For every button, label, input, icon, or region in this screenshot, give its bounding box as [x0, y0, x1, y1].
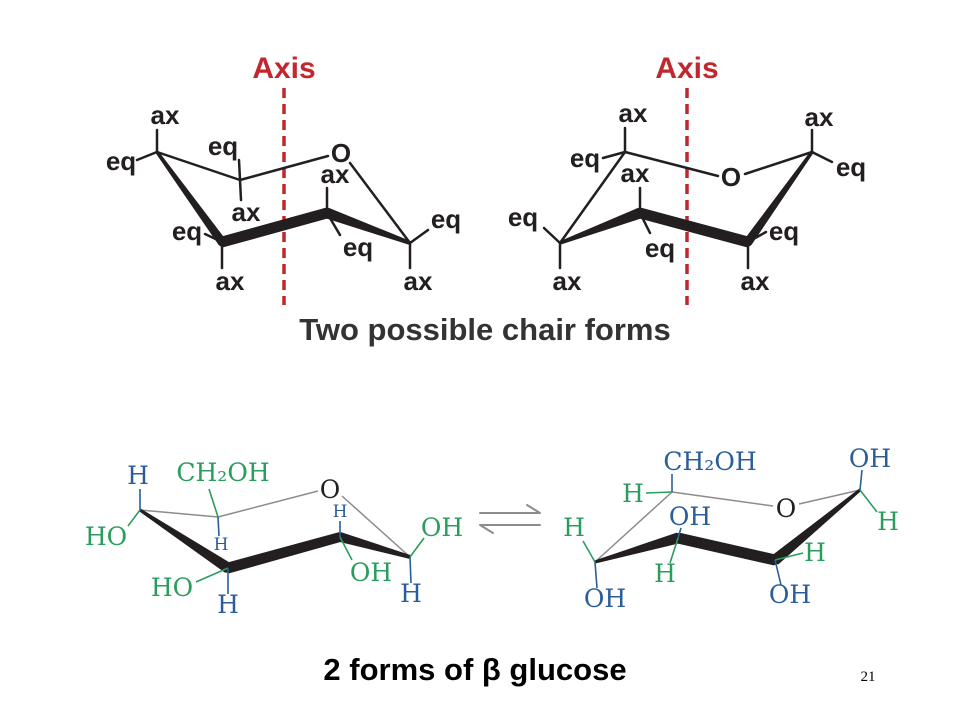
hydrogen-label: H: [804, 538, 826, 567]
hydroxyl-label: OH: [421, 513, 463, 542]
rear-ring-bond: [139, 509, 219, 518]
hydrogen-bond-line: [859, 489, 878, 513]
axial-label: ax: [621, 158, 650, 188]
axial-label: ax: [216, 266, 245, 296]
ring-bond: [155, 150, 242, 182]
hydroxyl-label: HO: [151, 573, 193, 602]
reverse-half-arrow: [479, 524, 541, 534]
ring-bond: [623, 150, 720, 178]
ring-oxygen-label: O: [721, 162, 741, 192]
top-caption: Two possible chair forms: [299, 312, 671, 347]
page-number: 21: [861, 669, 876, 685]
equilibrium-arrows-icon: [479, 504, 541, 534]
axial-label: ax: [232, 197, 261, 227]
rear-ring-bond: [341, 495, 411, 558]
axial-label: ax: [741, 266, 770, 296]
ring-oxygen-label: O: [331, 138, 351, 168]
ring-oxygen-label: O: [776, 494, 797, 523]
hydrogen-bond-line: [774, 552, 804, 561]
equatorial-label: eq: [172, 216, 202, 246]
hydrogen-label: H: [654, 559, 676, 588]
equatorial-label: eq: [836, 152, 866, 182]
hydroxyl-bond-line: [859, 469, 863, 491]
equatorial-bond: [325, 211, 342, 237]
hydroxyl-label: OH: [669, 502, 711, 531]
hydroxyl-bond-line: [195, 567, 229, 583]
equatorial-label: eq: [570, 143, 600, 173]
hydroxyl-label: OH: [584, 584, 626, 613]
top-left-chair: Axis ax eq eq ax O ax eq eq ax eq ax: [106, 52, 461, 305]
bottom-left-glucose-chair: H CH₂OH HO H O H OH OH H HO H: [85, 458, 463, 619]
hydroxyl-label: OH: [769, 580, 811, 609]
ring-bond: [238, 154, 330, 182]
hydroxyl-bond-line: [127, 509, 141, 527]
hydrogen-label: H: [214, 535, 229, 555]
equatorial-bond: [746, 230, 768, 244]
axis-label: Axis: [655, 52, 718, 85]
top-right-chair: Axis ax eq O ax eq ax eq eq ax eq ax: [508, 52, 866, 305]
equatorial-label: eq: [769, 216, 799, 246]
axial-label: ax: [805, 102, 834, 132]
hydrogen-bond-line: [669, 537, 679, 564]
equatorial-bond: [135, 150, 159, 162]
rear-ring-bond: [798, 489, 861, 505]
equatorial-bond: [810, 150, 834, 164]
axial-label: ax: [321, 159, 350, 189]
hydroxyl-bond-line: [594, 561, 598, 589]
equatorial-label: eq: [106, 146, 136, 176]
hydroxymethyl-label: CH₂OH: [663, 447, 756, 476]
hydrogen-label: H: [127, 461, 149, 490]
axial-label: ax: [151, 100, 180, 130]
hydroxyl-label: OH: [849, 444, 891, 473]
hydroxyl-bond-line: [409, 537, 425, 558]
axial-label: ax: [404, 266, 433, 296]
bottom-right-glucose-chair: CH₂OH OH H O H H OH H H OH OH: [563, 444, 899, 613]
axial-bond: [238, 178, 243, 202]
hydrogen-label: H: [333, 502, 348, 522]
ring-bond: [558, 150, 627, 245]
hydroxyl-bond-line: [774, 559, 782, 586]
equatorial-label: eq: [431, 204, 461, 234]
equatorial-label: eq: [508, 202, 538, 232]
rear-ring-bond: [217, 490, 319, 518]
hydroxyl-label: OH: [350, 558, 392, 587]
rear-ring-bond: [671, 491, 774, 507]
equatorial-label: eq: [645, 233, 675, 263]
bottom-caption: 2 forms of β glucose: [323, 652, 626, 687]
ring-oxygen-label: O: [320, 475, 341, 504]
hydroxymethyl-bond-line: [208, 488, 219, 518]
equatorial-label: eq: [208, 131, 238, 161]
hydroxyl-label: HO: [85, 522, 127, 551]
hydrogen-label: H: [400, 579, 422, 608]
front-ring-bond: [676, 532, 777, 566]
axial-label: ax: [553, 266, 582, 296]
equatorial-bond: [408, 228, 430, 245]
equatorial-bond: [237, 158, 242, 182]
equatorial-bond: [638, 211, 652, 235]
ring-bond: [348, 161, 412, 245]
hydroxymethyl-label: CH₂OH: [176, 458, 269, 487]
rear-ring-bond: [594, 491, 673, 563]
hydrogen-label: H: [217, 590, 239, 619]
front-ring-bond: [226, 532, 342, 574]
equatorial-label: eq: [343, 232, 373, 262]
hydroxyl-bond-line: [339, 536, 353, 561]
ring-bond: [743, 150, 814, 176]
forward-half-arrow: [479, 504, 541, 514]
equatorial-bond: [203, 232, 224, 244]
hydrogen-bond-line: [582, 540, 596, 563]
hydrogen-bond-line: [217, 516, 220, 537]
hydrogen-label: H: [877, 507, 899, 536]
axis-label: Axis: [252, 52, 315, 85]
hydroxyl-bond-line: [677, 527, 682, 539]
equatorial-bond: [542, 226, 562, 245]
hydrogen-bond-line: [409, 556, 412, 584]
hydrogen-label: H: [563, 513, 585, 542]
hydrogen-label: H: [622, 479, 644, 508]
hydrogen-bond-line: [645, 491, 673, 494]
axial-label: ax: [619, 98, 648, 128]
equatorial-bond: [601, 150, 627, 160]
